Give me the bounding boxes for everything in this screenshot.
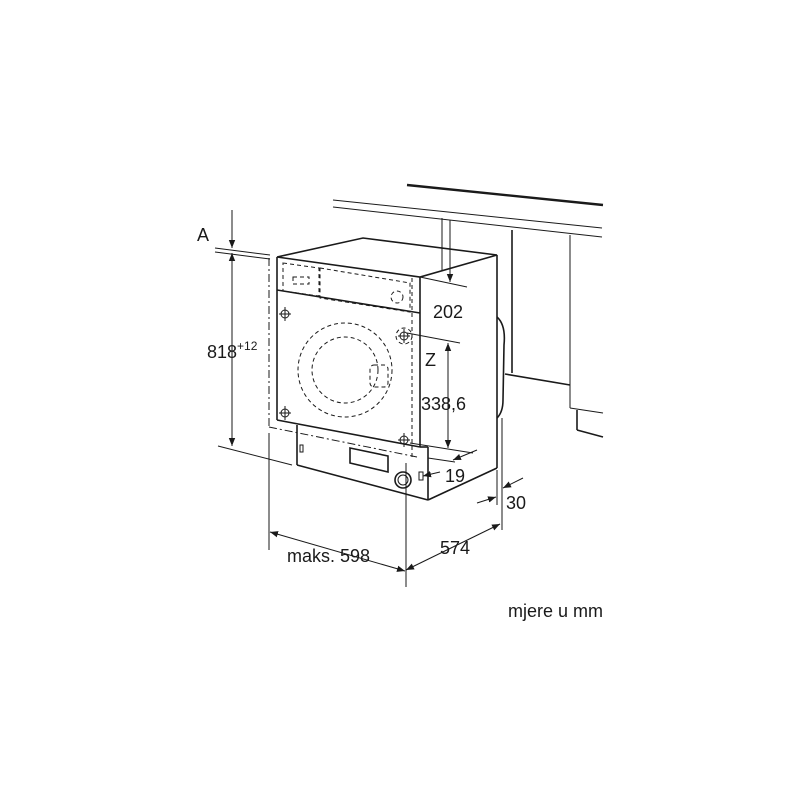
units-note: mjere u mm xyxy=(508,601,603,621)
label-202: 202 xyxy=(433,302,463,322)
porthole-inner xyxy=(311,336,379,404)
label-30: 30 xyxy=(506,493,526,513)
label-max-width: maks. 598 xyxy=(287,546,370,566)
label-338-6: 338,6 xyxy=(421,394,466,414)
drain-pump-icon xyxy=(394,471,412,489)
height-value: 818 xyxy=(207,342,237,362)
label-19: 19 xyxy=(445,466,465,486)
label-a: A xyxy=(197,225,209,245)
hinge-marks xyxy=(279,307,413,447)
height-tolerance: +12 xyxy=(237,339,258,353)
kitchen-cabinet xyxy=(332,183,604,438)
label-z: Z xyxy=(425,350,436,370)
label-574: 574 xyxy=(440,538,470,558)
washing-machine xyxy=(268,237,506,501)
porthole-outer xyxy=(297,322,393,418)
label-height: 818+12 xyxy=(207,339,258,362)
dimension-lines xyxy=(214,210,524,587)
